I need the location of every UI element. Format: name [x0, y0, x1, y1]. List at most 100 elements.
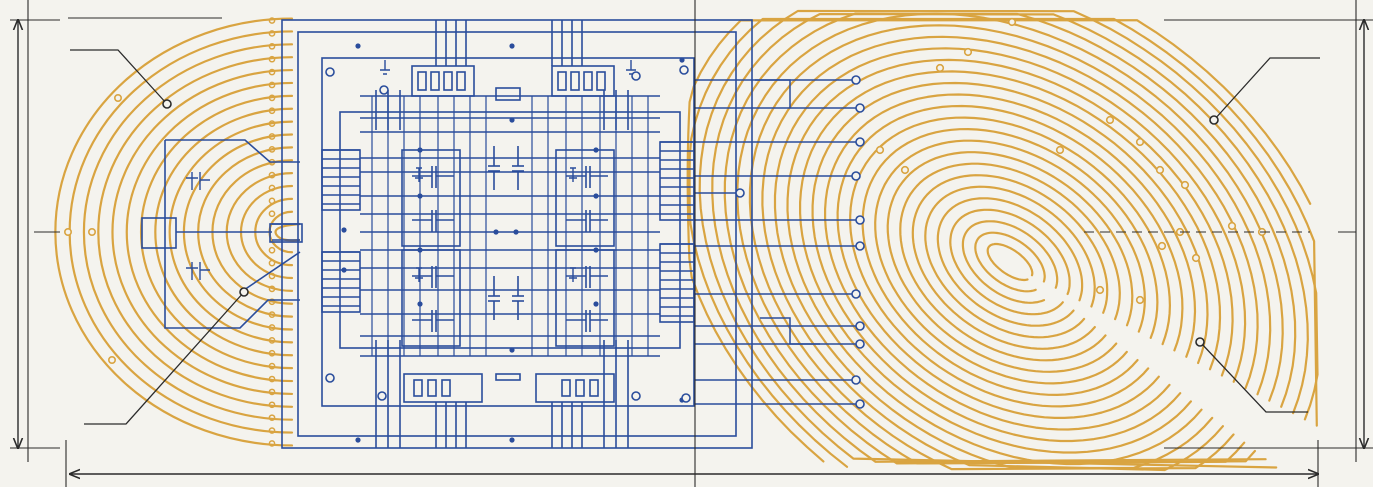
resistor-pack	[411, 65, 475, 97]
transistor-block	[555, 249, 615, 347]
ridge-node	[900, 165, 910, 175]
circuit-junction	[417, 301, 423, 307]
callout-top-left-marker	[162, 99, 172, 109]
circuit-terminal	[855, 339, 865, 349]
right-fingerprint-ridges	[686, 9, 1319, 472]
circuit-junction	[509, 43, 515, 49]
transistor-block	[401, 249, 461, 347]
resistor-icon	[413, 379, 423, 397]
ridge-line	[786, 58, 1234, 466]
ridge-line	[811, 81, 1209, 443]
resistor-icon	[583, 71, 593, 91]
ridge-node	[268, 246, 276, 254]
circuit-junction	[513, 229, 519, 235]
circuit-terminal	[379, 85, 389, 95]
ridge-line	[936, 197, 1084, 327]
callout-bottom-right-marker	[1195, 337, 1205, 347]
ridge-node	[268, 311, 276, 318]
ground-icon	[380, 60, 390, 75]
resistor-icon	[575, 379, 585, 397]
circuit-terminal	[855, 103, 865, 113]
ridge-node	[268, 17, 276, 24]
circuit-junction	[341, 267, 347, 273]
transistor-block	[555, 149, 615, 247]
ridge-line	[168, 120, 294, 344]
ridge-line	[736, 12, 1284, 465]
resistor-icon	[456, 71, 466, 91]
ridge-line	[686, 19, 1312, 463]
ridge-node	[268, 94, 276, 102]
callout-leaders	[70, 49, 1320, 425]
ridge-node	[1135, 137, 1145, 147]
ridge-line	[154, 107, 294, 357]
ridge-node	[268, 324, 276, 331]
circuit-junction	[341, 227, 347, 233]
ridge-node	[108, 355, 117, 364]
ic-pad	[495, 373, 521, 381]
ridge-line	[986, 242, 1034, 282]
resistor-icon	[417, 71, 427, 91]
ridge-line	[824, 93, 1197, 431]
circuit-terminal	[325, 373, 335, 383]
pin-block	[321, 149, 361, 211]
pin-block	[321, 251, 361, 313]
circuit-junction	[509, 437, 515, 443]
ridge-node	[268, 81, 276, 89]
circuit-junction	[593, 193, 599, 199]
ridge-line	[874, 139, 1146, 385]
circuit-terminal	[855, 321, 865, 331]
circuit-junction	[593, 301, 599, 307]
callout-bottom-right-leader	[1199, 341, 1308, 413]
resistor-icon	[570, 71, 580, 91]
ridge-line	[761, 35, 1259, 472]
ridge-node	[268, 184, 276, 192]
ridge-node	[64, 228, 73, 237]
ridge-node	[268, 146, 276, 153]
ridge-node	[1227, 221, 1237, 231]
circuit-trace	[164, 139, 300, 329]
circuit-terminal	[855, 215, 865, 225]
transistor-block	[401, 149, 461, 247]
ridge-node	[268, 55, 276, 63]
ridge-line	[886, 151, 1134, 373]
circuit-terminal	[325, 67, 335, 77]
circuit-frame	[297, 31, 737, 437]
circuit-junction	[593, 247, 599, 253]
circuit-terminal	[855, 241, 865, 251]
circuit-terminal	[851, 375, 861, 385]
circuit-terminal	[631, 71, 641, 81]
ridge-line	[961, 220, 1059, 304]
circuit-junction	[355, 43, 361, 49]
ridge-node	[1105, 115, 1115, 125]
ridge-node	[1095, 285, 1105, 295]
callout-bottom-left-marker	[239, 287, 249, 297]
ridge-line	[861, 128, 1159, 396]
circuit-terminal	[851, 171, 861, 181]
circuit-outer-frame	[281, 19, 753, 449]
ridge-node	[268, 272, 276, 280]
ridge-node	[268, 375, 276, 383]
capacitor-icon	[569, 167, 577, 182]
ic-pad	[495, 87, 521, 101]
ridge-node	[268, 68, 276, 76]
circuit-trace	[755, 79, 791, 108]
circuit-frame	[321, 57, 695, 407]
resistor-pack	[535, 373, 615, 403]
circuit-terminal	[855, 399, 865, 409]
ridge-node	[268, 440, 276, 447]
resistor-icon	[427, 379, 437, 397]
ridge-line	[748, 24, 1272, 471]
ridge-node	[1157, 241, 1167, 251]
ridge-line	[125, 81, 294, 383]
ridge-node	[268, 107, 276, 115]
ridge-node	[268, 120, 276, 127]
ridge-node	[1191, 253, 1201, 263]
ridge-node	[1135, 295, 1145, 305]
ridge-node	[268, 259, 276, 267]
ridge-node	[1155, 165, 1165, 175]
component-block	[141, 217, 177, 249]
ridge-node	[268, 401, 276, 409]
ridge-line	[849, 116, 1171, 408]
ridge-line	[773, 47, 1247, 470]
